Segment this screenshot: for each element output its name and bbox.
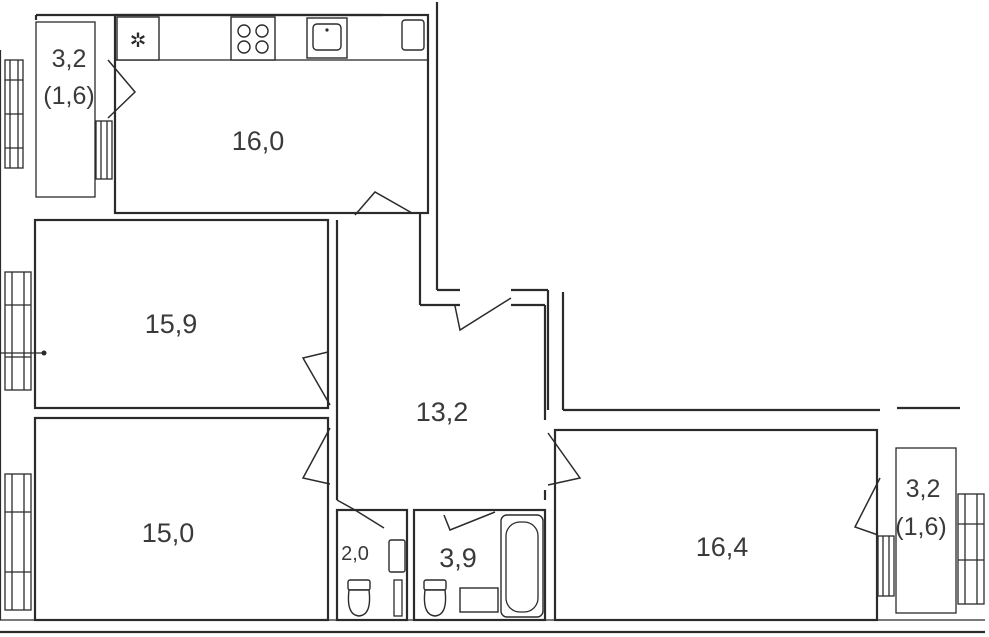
room-2 <box>4 416 331 622</box>
wc-area: 2,0 <box>341 543 369 565</box>
sink-icon <box>306 17 348 59</box>
hall <box>335 213 582 531</box>
bath-sink <box>459 587 499 613</box>
balcony-right-area: 3,2 <box>906 475 941 503</box>
stove-icon <box>230 16 276 61</box>
balcony-top <box>4 21 96 198</box>
wc-sink <box>388 539 406 573</box>
fridge <box>116 16 160 61</box>
room-3-area: 16,4 <box>696 532 749 562</box>
room-3 <box>553 428 895 622</box>
room-1-area: 15,9 <box>145 309 198 339</box>
wc <box>335 508 409 622</box>
bathtub <box>500 514 544 618</box>
room-1 <box>0 218 331 410</box>
bathroom-area: 3,9 <box>439 543 477 573</box>
dishwasher <box>401 19 425 51</box>
kitchen-area: 16,0 <box>232 126 285 156</box>
balcony-right <box>895 447 985 614</box>
wc-toilet-tank <box>347 579 371 591</box>
balcony-right-reduced-area: (1,6) <box>895 513 946 541</box>
bath-toilet-tank <box>423 579 447 591</box>
balcony-top-reduced-area: (1,6) <box>43 82 94 110</box>
hall-area: 13,2 <box>416 397 469 427</box>
snowflake-icon: ✲ <box>130 28 147 52</box>
bathroom <box>412 508 547 622</box>
balcony-top-area: 3,2 <box>52 45 87 73</box>
room-2-area: 15,0 <box>142 518 195 548</box>
kitchen: ✲ <box>95 13 430 216</box>
